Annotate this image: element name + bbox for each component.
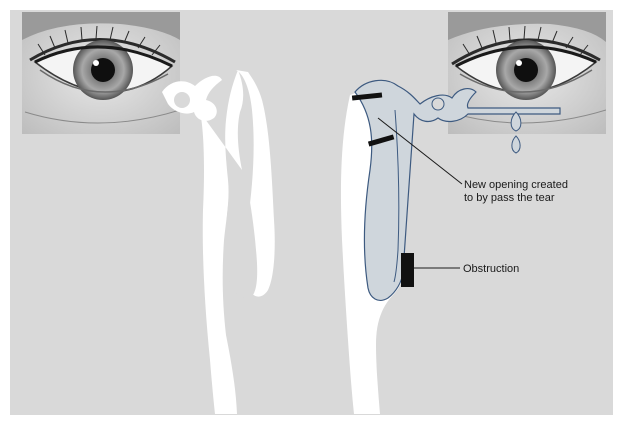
new-opening-label-line1: New opening created <box>464 179 568 191</box>
new-opening-label-line2: to by pass the tear <box>464 192 555 204</box>
obstruction-label: Obstruction <box>463 263 519 275</box>
eye-photo-left-icon <box>22 12 180 134</box>
obstruction-block <box>401 253 414 287</box>
eye-photo-right-icon <box>448 12 606 134</box>
